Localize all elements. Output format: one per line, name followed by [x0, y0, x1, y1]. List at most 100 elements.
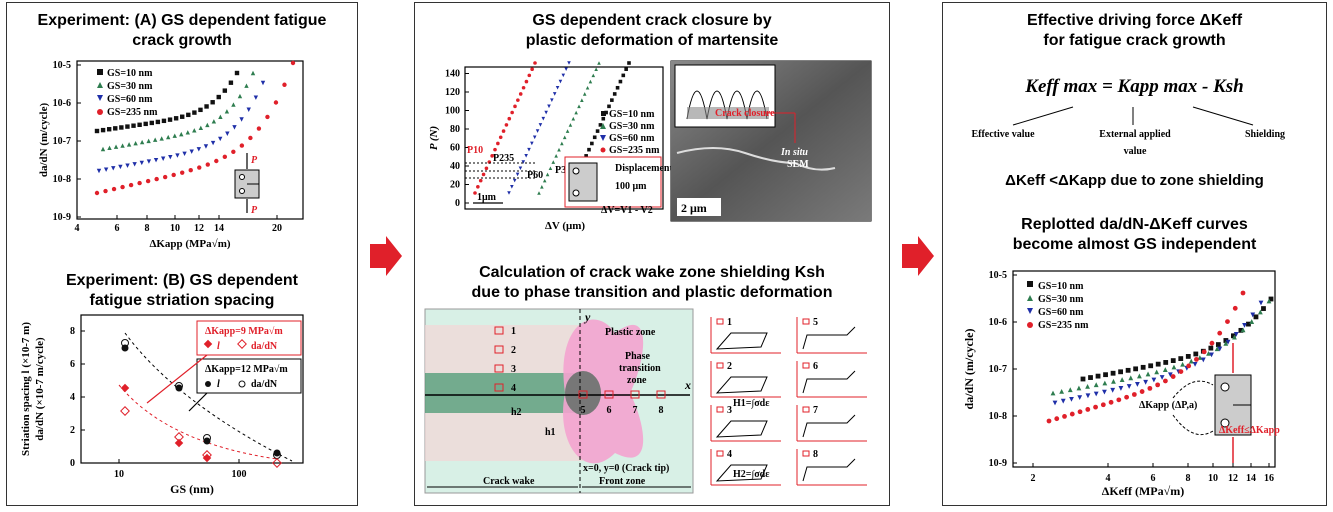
point-gs60: [1069, 396, 1074, 402]
point-gs10: [143, 121, 148, 127]
pv-curves: [473, 61, 631, 195]
chart-b-ytick: 6: [70, 359, 75, 370]
point-gs235: [484, 166, 489, 171]
point-gs235: [171, 172, 176, 178]
point-gs10: [1148, 363, 1154, 369]
point-gs235: [1201, 349, 1207, 355]
point-gs235: [1131, 392, 1137, 397]
point-gs235: [1240, 290, 1246, 296]
point-gs235: [103, 188, 108, 194]
crack-tip-label: x=0, y=0 (Crack tip): [583, 463, 669, 474]
point-gs10: [100, 127, 106, 133]
probe-label: 6: [607, 405, 612, 416]
point-gs235: [137, 180, 142, 186]
svg-text:P: P: [251, 205, 258, 216]
point-gs10: [1110, 370, 1116, 376]
point-gs235: [481, 172, 486, 177]
point-gs235: [530, 67, 534, 71]
calc-title-line2: due to phase transition and plastic defo…: [471, 284, 833, 301]
probe-label: 4: [511, 383, 516, 394]
box1-title: ΔKapp=9 MPa√m: [205, 326, 283, 337]
point-gs235: [1209, 340, 1215, 346]
chart-a-xtick: 10: [170, 223, 180, 234]
box2-title: ΔKapp=12 MPa√m: [205, 364, 288, 375]
point-gs60: [196, 147, 202, 152]
point-gs30: [1154, 369, 1160, 375]
svg-text:P: P: [251, 155, 258, 166]
point-gs60: [260, 80, 266, 86]
point-gs30: [1257, 309, 1263, 315]
point-gs235: [1077, 409, 1083, 415]
hyst-eq: H1=∫σdε: [733, 398, 770, 409]
point-gs30: [100, 146, 106, 152]
point-gs60: [225, 131, 230, 136]
point-gs60: [182, 151, 187, 156]
point-gs60: [564, 67, 568, 71]
point-gs60: [1225, 339, 1231, 345]
phase-transition-zone: [563, 319, 644, 464]
l-12: [273, 449, 281, 457]
point-gs30: [560, 141, 564, 146]
point-gs60: [538, 123, 543, 127]
hyst-label: 2: [727, 361, 732, 372]
point-gs60: [512, 178, 517, 183]
point-gs30: [1085, 383, 1090, 389]
chart-a-xtick: 8: [145, 223, 150, 234]
point-gs60: [103, 167, 109, 172]
point-gs30: [568, 123, 573, 127]
probe-label: 2: [511, 345, 516, 356]
right-ytick: 10-8: [989, 411, 1007, 422]
sem-scale: 2 μm: [681, 201, 707, 215]
pv-ytick: 80: [450, 124, 460, 135]
left-panel: Experiment: (A) GS dependent fatigue cra…: [6, 2, 358, 506]
point-gs235: [1225, 319, 1230, 325]
point-gs10: [1088, 375, 1093, 380]
chart-b-ylabel2: da/dN (×10-7 m/cycle): [34, 337, 46, 441]
point-gs60: [1233, 331, 1239, 337]
point-gs60: [210, 140, 216, 146]
pv-ytick: 100: [445, 106, 460, 117]
chart-a-frame: [76, 60, 304, 220]
point-gs30: [244, 83, 249, 88]
point-gs235: [145, 178, 151, 184]
point-gs60: [547, 104, 551, 109]
svg-text:SEM: SEM: [787, 159, 809, 170]
point-gs10: [186, 112, 191, 118]
point-gs60: [1102, 389, 1107, 395]
point-gs60: [189, 149, 194, 154]
svg-text:da/dN: da/dN: [251, 379, 278, 390]
point-gs30: [577, 104, 581, 109]
chart-b-box1: [196, 320, 302, 356]
point-gs235: [1069, 411, 1075, 417]
point-gs10: [131, 123, 136, 128]
right-chart-yticks: 10-510-610-710-810-9: [989, 270, 1017, 469]
pv-xlabel: ΔV (μm): [545, 220, 585, 232]
chart-a-specimen: P P: [234, 153, 260, 216]
point-gs10: [612, 92, 617, 96]
point-gs235: [1062, 413, 1067, 419]
point-gs60: [246, 107, 251, 112]
point-gs30: [185, 130, 190, 135]
pv-ytick: 0: [455, 198, 460, 209]
pv-ytick: 120: [445, 87, 460, 98]
point-gs30: [571, 116, 576, 121]
dadn-9: [272, 458, 282, 468]
point-gs235: [1217, 330, 1223, 336]
point-gs60: [555, 85, 560, 90]
point-gs30: [585, 85, 590, 90]
point-gs30: [146, 138, 151, 144]
dadn-9: [174, 432, 184, 442]
point-gs10: [584, 154, 588, 158]
point-gs60: [510, 185, 514, 189]
right-ytick: 10-9: [989, 458, 1007, 469]
point-gs235: [231, 149, 236, 154]
point-gs235: [290, 60, 296, 66]
point-gs30: [224, 109, 230, 114]
svg-text:x: x: [684, 378, 691, 392]
point-gs60: [515, 172, 520, 177]
point-gs60: [518, 166, 523, 171]
point-gs10: [113, 126, 118, 131]
point-gs30: [1240, 327, 1246, 333]
